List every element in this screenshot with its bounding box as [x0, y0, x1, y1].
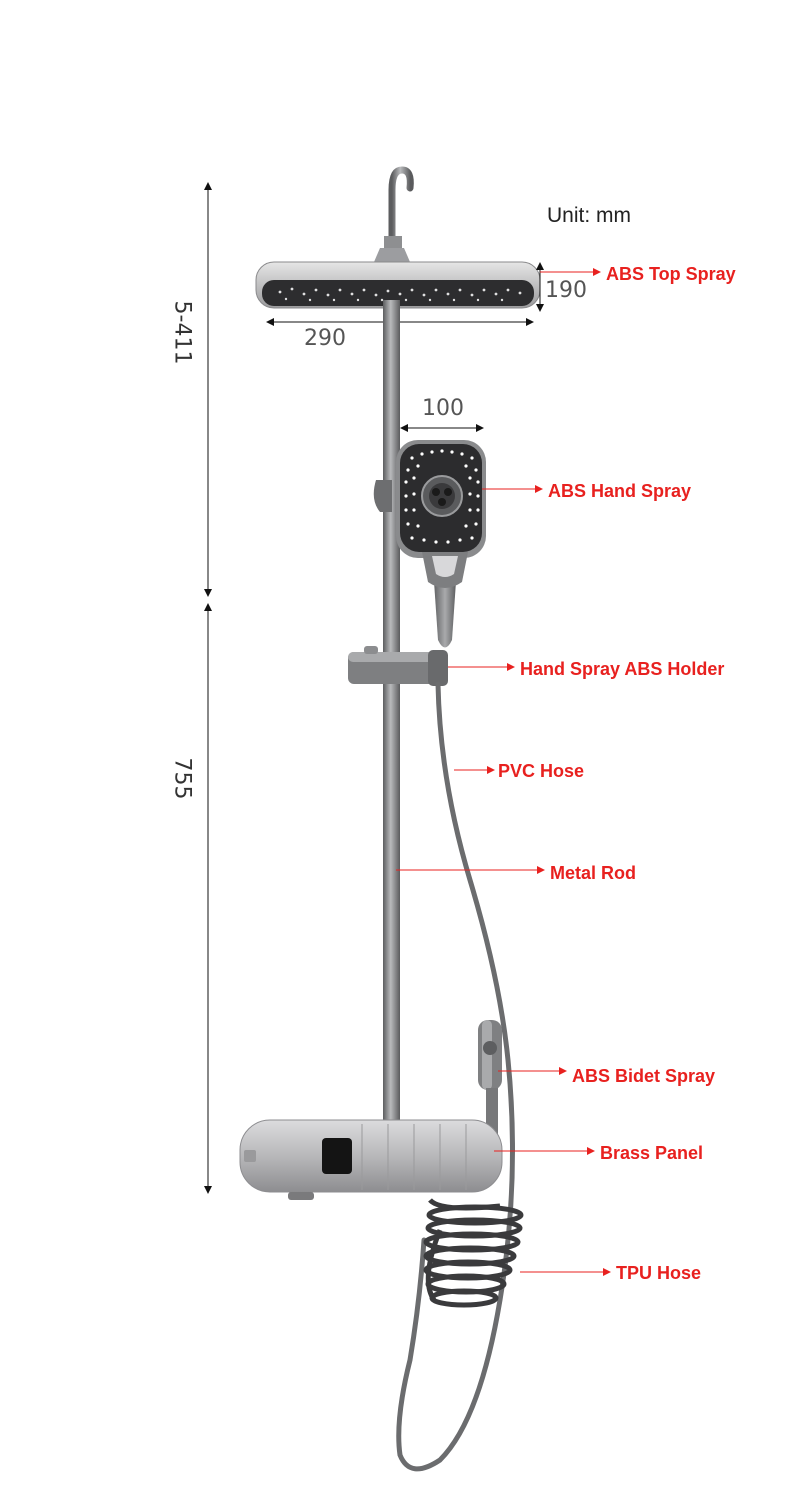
dimension-top-height	[536, 262, 544, 312]
brass-panel	[239, 1119, 503, 1200]
tpu-coil-hose	[423, 1198, 524, 1308]
dimension-lower-height-label: 755	[169, 757, 195, 800]
pvc-hose	[396, 681, 515, 1472]
hand-spray-holder	[348, 646, 448, 686]
callout-lines	[396, 268, 611, 1276]
dimension-top-height-label: 190	[545, 278, 587, 303]
callout-brass-panel: Brass Panel	[600, 1143, 704, 1163]
unit-label: Unit: mm	[547, 204, 631, 227]
arm-collar	[384, 236, 402, 250]
callout-hand-spray-holder: Hand Spray ABS Holder	[520, 659, 725, 679]
callout-metal-rod: Metal Rod	[550, 863, 637, 883]
callout-abs-bidet-spray: ABS Bidet Spray	[572, 1066, 716, 1086]
callout-abs-hand-spray: ABS Hand Spray	[548, 481, 692, 501]
top-spray-mount	[374, 248, 410, 262]
bidet-spray	[478, 1020, 502, 1138]
dimension-upper-height-label: 5-411	[169, 300, 195, 365]
dimension-hand-width	[400, 424, 484, 432]
dimension-hand-width-label: 100	[422, 396, 464, 421]
callout-tpu-hose: TPU Hose	[616, 1263, 702, 1283]
metal-rod	[383, 300, 400, 1130]
hand-spray	[396, 440, 486, 648]
dimension-line-lower	[204, 603, 212, 1194]
callout-abs-top-spray: ABS Top Spray	[606, 264, 736, 284]
dimension-line-upper	[204, 182, 212, 597]
hand-spray-bracket	[373, 480, 392, 512]
callout-pvc-hose: PVC Hose	[498, 761, 585, 781]
gooseneck-arm	[388, 166, 414, 254]
dimension-top-width-label: 290	[304, 326, 346, 351]
